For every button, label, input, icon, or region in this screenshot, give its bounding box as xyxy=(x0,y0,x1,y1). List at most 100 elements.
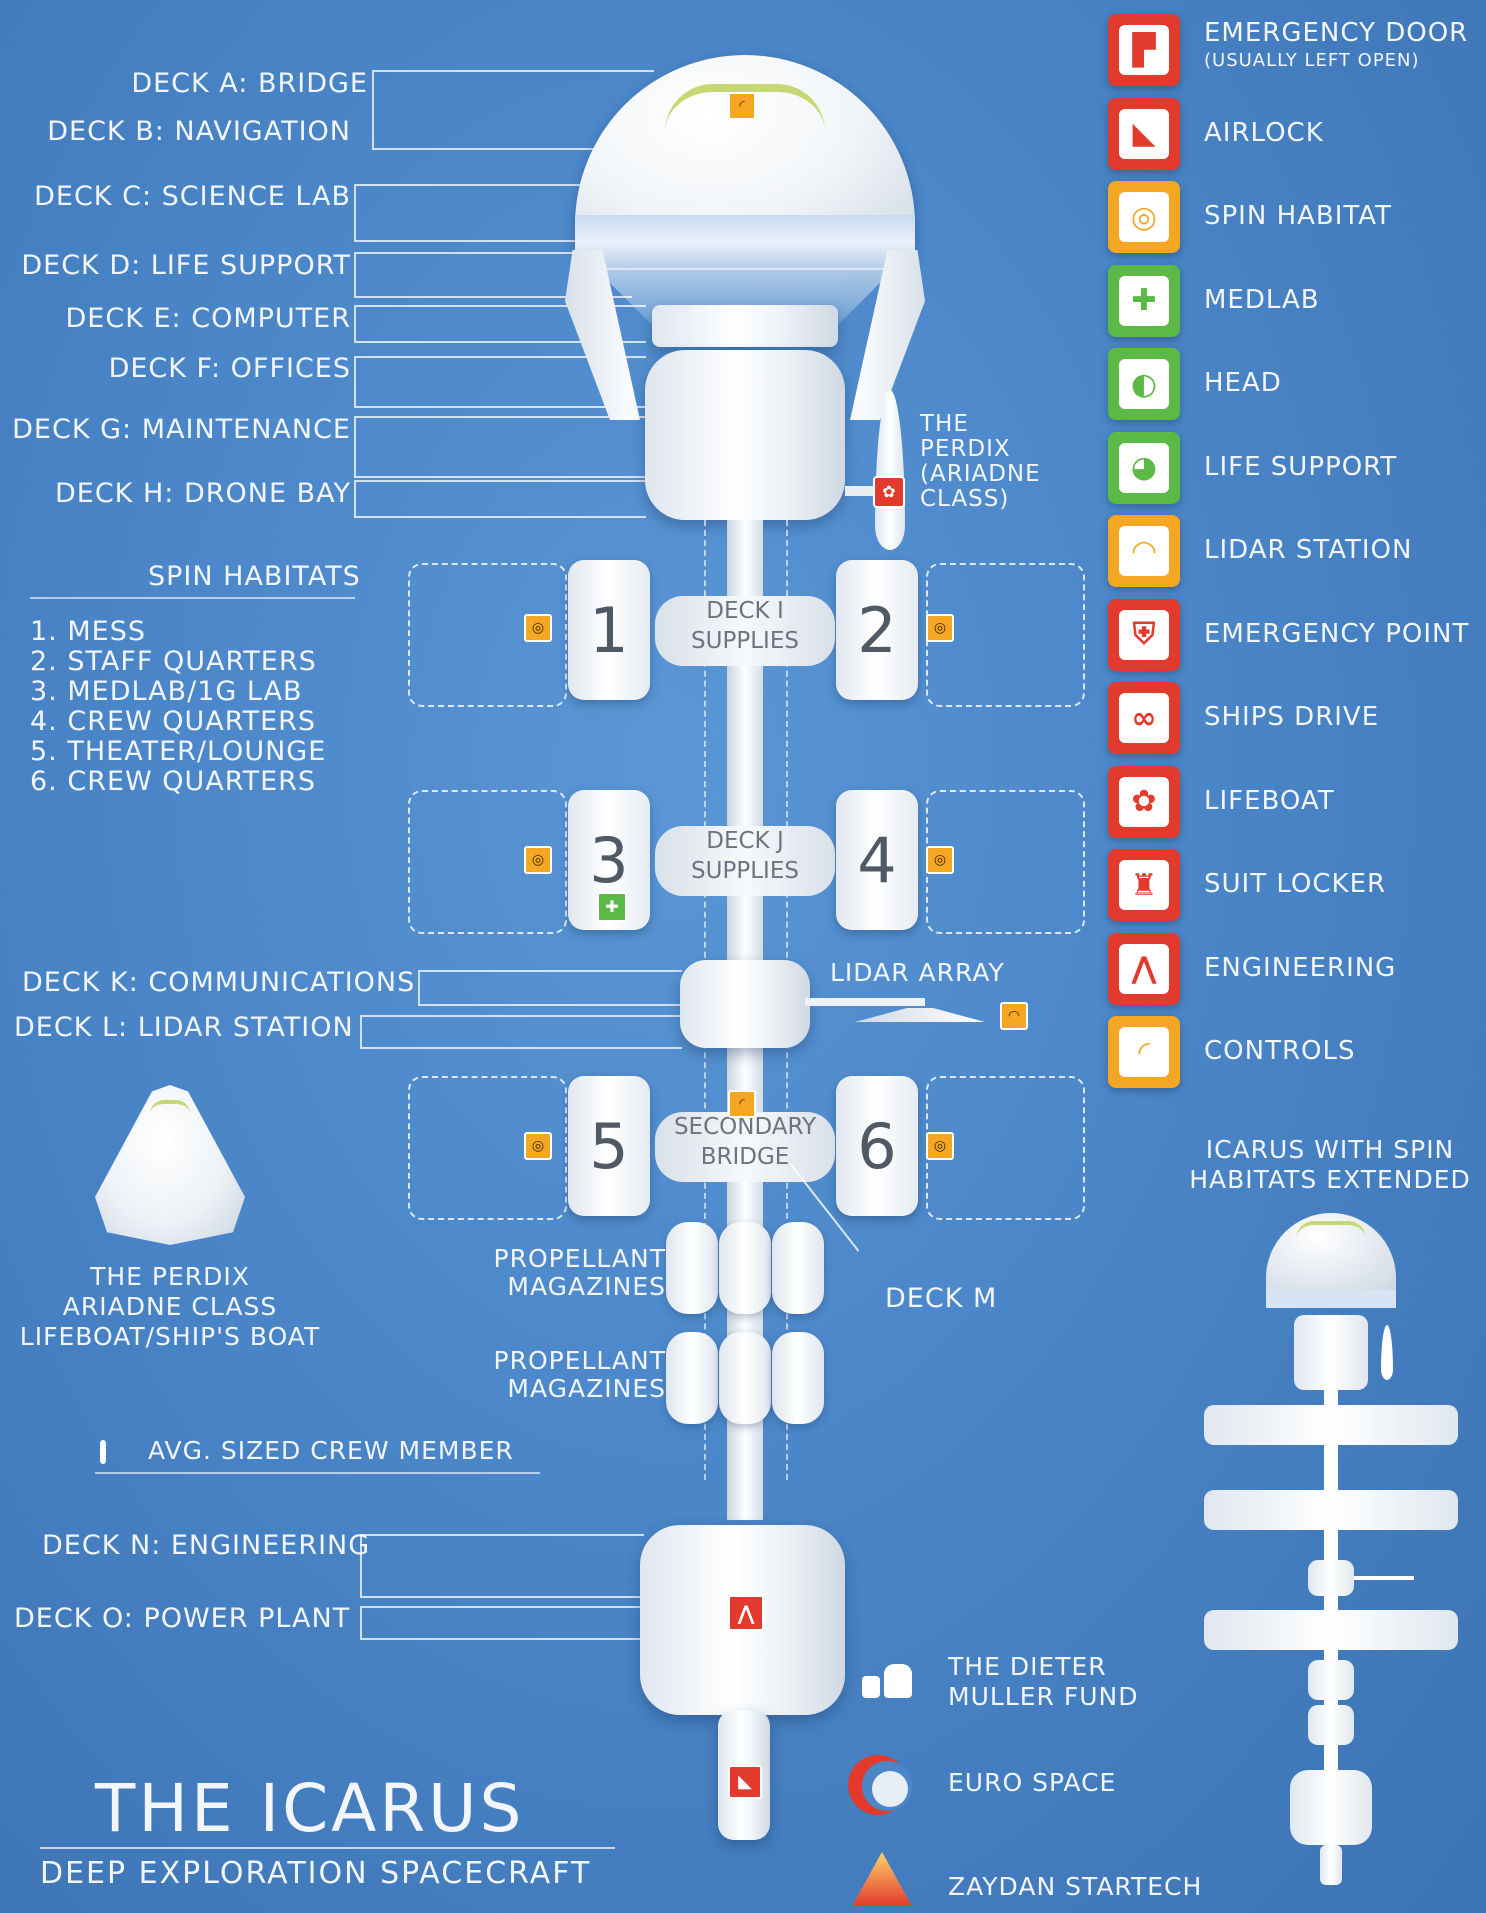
secondary-bridge: SECONDARY BRIDGE xyxy=(655,1112,835,1182)
scale-note: AVG. SIZED CREW MEMBER xyxy=(148,1436,514,1465)
lifeboat-icon: ✿ xyxy=(1119,776,1169,827)
perdix-caption-line: THE PERDIX xyxy=(90,1262,250,1291)
page-title: THE ICARUS xyxy=(95,1770,525,1847)
lidar-array-label: LIDAR ARRAY xyxy=(830,958,1005,987)
engineering-marker-icon: ⋀ xyxy=(728,1595,764,1631)
suit-locker-icon: ♜ xyxy=(1119,860,1169,910)
mini-upper-hull xyxy=(1294,1315,1368,1390)
perdix-caption-line: ARIADNE CLASS xyxy=(62,1292,278,1321)
deck-label-c: DECK C: SCIENCE LAB xyxy=(34,181,351,212)
deck-i-line: SUPPLIES xyxy=(691,628,799,654)
perdix-arc xyxy=(150,1100,190,1114)
legend-label: MEDLAB xyxy=(1204,284,1320,315)
habitat-extend-left-1 xyxy=(408,563,567,707)
sponsor-line: MULLER FUND xyxy=(948,1682,1139,1711)
deck-label-o: DECK O: POWER PLANT xyxy=(14,1603,351,1634)
deck-j-line: DECK J xyxy=(706,828,784,854)
spin-habitat-item: 5. THEATER/LOUNGE xyxy=(30,736,327,767)
spin-habitat-marker-icon: ◎ xyxy=(524,614,552,642)
propellant-magazine xyxy=(719,1332,771,1424)
emergency-point-icon: ⛨ xyxy=(1119,609,1169,660)
secondary-bridge-line: SECONDARY xyxy=(673,1114,817,1140)
habitat-6: 6 xyxy=(836,1076,918,1216)
propellant-label-line: PROPELLANT xyxy=(493,1346,666,1375)
spin-habitat-item: 3. MEDLAB/1G LAB xyxy=(30,676,303,707)
deck-bracket xyxy=(354,252,632,298)
propellant-label-2: PROPELLANT MAGAZINES xyxy=(494,1347,667,1403)
mini-habitat-bar xyxy=(1204,1610,1458,1650)
spin-habitat-marker-icon: ◎ xyxy=(926,614,954,642)
euro-space: EURO SPACE xyxy=(948,1768,1117,1797)
legend-label: ENGINEERING xyxy=(1204,952,1397,983)
deck-k-l-module xyxy=(680,960,810,1048)
legend-swatch: ⋀ xyxy=(1108,932,1180,1005)
dieter-muller-fund-logo-icon xyxy=(862,1664,912,1698)
mini-habitat-bar xyxy=(1204,1405,1458,1445)
mini-lidar-module xyxy=(1308,1560,1354,1596)
perdix-caption: THE PERDIX ARIADNE CLASS LIFEBOAT/SHIP'S… xyxy=(0,1262,340,1352)
spin-habitats-underline xyxy=(30,597,355,599)
spin-habitat-marker-icon: ◎ xyxy=(926,1132,954,1160)
legend-swatch: ✿ xyxy=(1108,765,1180,838)
legend-label: LIFEBOAT xyxy=(1204,785,1335,816)
propellant-label-1: PROPELLANT MAGAZINES xyxy=(494,1245,667,1301)
legend-swatch: ◎ xyxy=(1108,181,1180,253)
deck-j-line: SUPPLIES xyxy=(691,858,799,884)
spin-habitat-item: 1. MESS xyxy=(30,616,146,647)
spin-habitat-icon: ◎ xyxy=(1119,192,1169,242)
extended-caption-line: ICARUS WITH SPIN xyxy=(1205,1135,1455,1164)
mini-magazines xyxy=(1308,1705,1354,1745)
lifeboat-marker-icon: ✿ xyxy=(873,476,905,508)
propellant-label-line: MAGAZINES xyxy=(507,1272,666,1301)
legend-label: AIRLOCK xyxy=(1204,117,1324,148)
airlock-icon: ◣ xyxy=(1119,108,1169,159)
propellant-label-line: PROPELLANT xyxy=(493,1244,666,1273)
lidar-station-marker-icon: ◠ xyxy=(1000,1002,1028,1030)
legend-sublabel: (USUALLY LEFT OPEN) xyxy=(1204,50,1420,71)
medlab-marker-icon: ✚ xyxy=(597,892,627,922)
deck-m-label: DECK M xyxy=(885,1283,998,1314)
logo-block xyxy=(884,1664,912,1698)
perdix-callout-line: (ARIADNE xyxy=(920,461,1041,487)
perdix-callout: THE PERDIX (ARIADNE CLASS) xyxy=(920,412,1041,512)
crew-member-scale-icon xyxy=(100,1440,106,1464)
perdix-callout-line: THE xyxy=(920,411,969,437)
zaydan-startech: ZAYDAN STARTECH xyxy=(948,1872,1203,1901)
secondary-bridge-line: BRIDGE xyxy=(700,1144,790,1170)
scale-underline xyxy=(95,1472,540,1474)
deck-bracket xyxy=(360,1015,682,1049)
lidar-dish xyxy=(855,1008,985,1022)
legend-label: SPIN HABITAT xyxy=(1204,201,1392,231)
deck-label-k: DECK K: COMMUNICATIONS xyxy=(22,967,416,998)
mini-ship xyxy=(1196,1205,1466,1895)
propellant-magazine xyxy=(666,1222,718,1314)
legend-swatch: ◐ xyxy=(1108,348,1180,420)
legend-swatch: ◕ xyxy=(1108,431,1180,504)
legend-swatch: ◠ xyxy=(1108,515,1180,587)
deck-label-e: DECK E: COMPUTER xyxy=(65,303,351,334)
spin-habitat-item: 6. CREW QUARTERS xyxy=(30,766,317,797)
life-support-icon: ◕ xyxy=(1119,442,1169,493)
habitat-extend-left-3 xyxy=(408,1076,567,1220)
zaydan-startech-logo-icon xyxy=(852,1852,912,1906)
deck-label-b: DECK B: NAVIGATION xyxy=(47,116,351,147)
dome-arc xyxy=(665,84,825,132)
page-subtitle: DEEP EXPLORATION SPACECRAFT xyxy=(40,1856,592,1891)
lidar-station-icon: ◠ xyxy=(1119,526,1169,576)
deck-bracket xyxy=(354,416,646,478)
ships-drive-icon: ∞ xyxy=(1119,693,1169,743)
legend-label: EMERGENCY POINT xyxy=(1204,618,1470,649)
spin-habitat-item: 2. STAFF QUARTERS xyxy=(30,646,317,677)
deck-bracket xyxy=(360,1534,644,1598)
spin-habitat-marker-icon: ◎ xyxy=(926,846,954,874)
legend-swatch: ◜ xyxy=(1108,1016,1180,1088)
legend-swatch: ▛ xyxy=(1108,14,1180,86)
deck-label-a: DECK A: BRIDGE xyxy=(131,68,368,99)
mini-aft-pod xyxy=(1320,1845,1342,1885)
logo-globe xyxy=(872,1771,908,1807)
perdix-dock-arm xyxy=(845,486,880,496)
legend-label: LIFE SUPPORT xyxy=(1204,451,1398,482)
habitat-1: 1 xyxy=(568,560,650,700)
title-underline xyxy=(40,1847,615,1849)
